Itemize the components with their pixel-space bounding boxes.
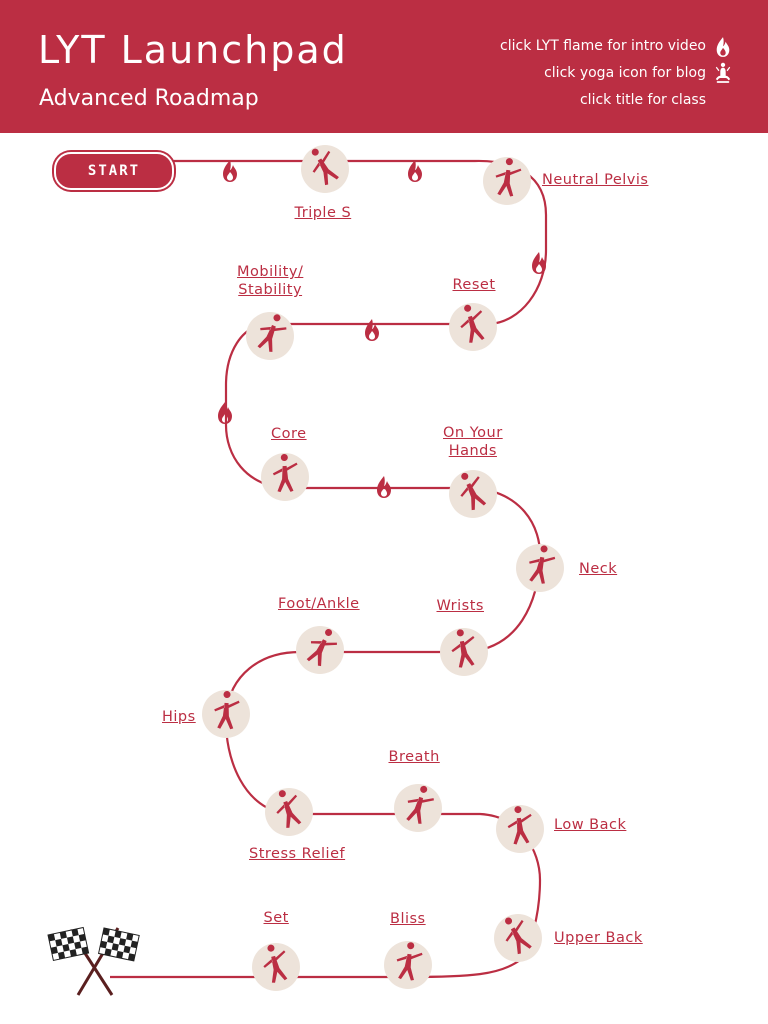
cobra-pose-icon[interactable] [525, 543, 557, 585]
flame-icon[interactable] [223, 160, 237, 182]
tree-pose-icon[interactable] [402, 782, 437, 826]
prayer-pose-icon[interactable] [448, 627, 480, 669]
station-title[interactable]: Set [263, 910, 289, 926]
page-title[interactable]: LYT Launchpad [38, 28, 348, 72]
station-title[interactable]: Neck [579, 561, 618, 577]
page-subtitle: Advanced Roadmap [39, 86, 259, 111]
station-title[interactable]: Upper Back [554, 930, 643, 946]
triangle-pose-icon[interactable] [213, 690, 240, 730]
triangle-pose-icon[interactable] [493, 157, 522, 198]
flame-icon [716, 37, 730, 57]
station-title[interactable]: Neutral Pelvis [542, 172, 649, 188]
station-title[interactable]: Hips [162, 709, 196, 725]
dancer-pose-icon[interactable] [258, 941, 292, 984]
kneeling-pose-icon[interactable] [506, 805, 535, 845]
station-title[interactable]: Low Back [554, 817, 627, 833]
flame-icon[interactable] [377, 476, 391, 498]
standing-yoga-icon[interactable] [303, 143, 344, 188]
station-title[interactable]: Foot/Ankle [278, 596, 360, 612]
header-banner: LYT Launchpad Advanced Roadmap click LYT… [0, 0, 768, 133]
lotus-pose-icon[interactable] [270, 786, 306, 830]
hint-title: click title for class [579, 92, 706, 108]
checkered-flags-icon [47, 926, 140, 996]
flame-icon[interactable] [365, 319, 379, 341]
station-title[interactable]: Stress Relief [249, 846, 346, 862]
extended-leg-pose-icon[interactable] [303, 624, 342, 669]
side-plank-pose-icon[interactable] [394, 941, 424, 982]
station-title[interactable]: On Your Hands [443, 425, 503, 459]
station-title[interactable]: Bliss [390, 911, 426, 927]
meditation-pose-icon[interactable] [455, 301, 490, 344]
start-button[interactable]: START [54, 152, 174, 190]
station-title[interactable]: Triple S [294, 205, 352, 221]
station-title[interactable]: Wrists [436, 598, 484, 614]
boat-pose-icon[interactable] [272, 454, 298, 493]
backbend-pose-icon[interactable] [496, 912, 536, 957]
yoga-icon [715, 62, 731, 83]
flame-icon[interactable] [408, 160, 422, 182]
handstand-pose-icon[interactable] [452, 468, 491, 513]
station-title[interactable]: Core [271, 426, 307, 442]
hint-flame: click LYT flame for intro video [500, 38, 706, 54]
flame-icon[interactable] [532, 252, 546, 274]
station-title[interactable]: Reset [452, 277, 496, 293]
station-title[interactable]: Mobility/ Stability [237, 264, 304, 298]
lunge-pose-icon[interactable] [253, 310, 290, 354]
hint-yoga: click yoga icon for blog [544, 65, 706, 81]
roadmap-path [110, 159, 548, 979]
station-title[interactable]: Breath [388, 749, 440, 765]
